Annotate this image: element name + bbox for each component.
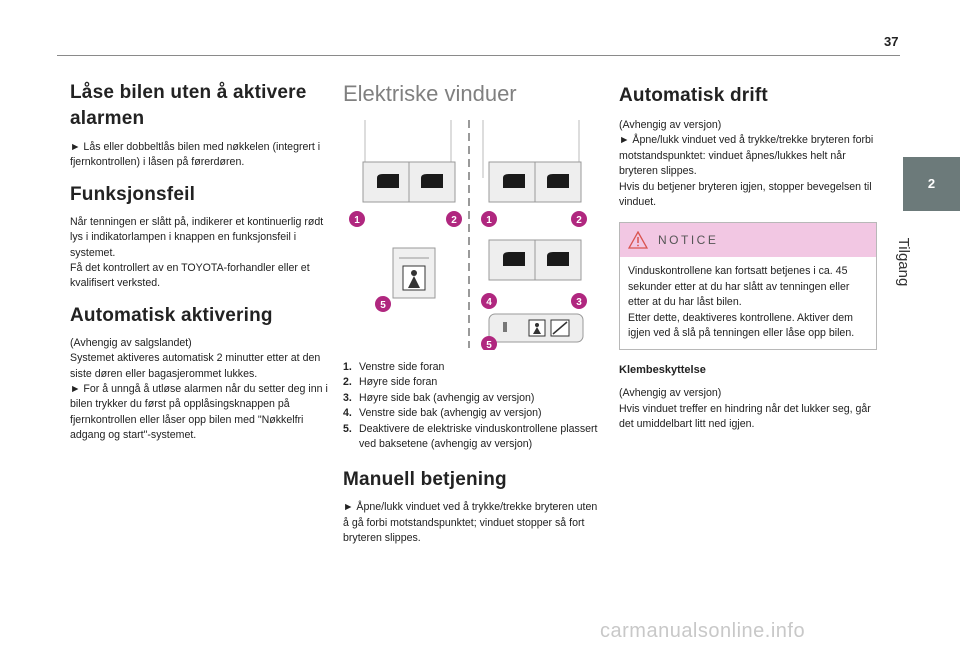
heading-manual-operation: Manuell betjening [343, 469, 507, 491]
heading-automatic-activation: Automatisk aktivering [70, 304, 273, 326]
front-right-switch-panel [488, 161, 582, 203]
notice-body: Vinduskontrollene kan fortsatt betjenes … [620, 257, 876, 349]
heading-electric-windows: Elektriske vinduer [343, 81, 517, 106]
paragraph: Få det kontrollert av en TOYOTA-forhandl… [70, 262, 310, 290]
callout-label: 2 [576, 215, 582, 226]
paragraph: (Avhengig av salgslandet) [70, 336, 192, 349]
callout-label: 5 [380, 300, 386, 311]
paragraph: Systemet aktiveres automatisk 2 minutter… [70, 352, 321, 380]
paragraph: ► For å unngå å utløse alarmen når du se… [70, 383, 328, 442]
callout-label: 1 [486, 215, 492, 226]
rear-lock-switch [392, 247, 436, 299]
legend-item: 5.Deaktivere de elektriske vinduskontrol… [343, 422, 598, 451]
legend-item: 2.Høyre side foran [343, 376, 438, 389]
section-title: Tilgang [895, 237, 912, 287]
paragraph: Når tenningen er slått på, indikerer et … [70, 215, 324, 259]
column-right: Automatisk drift (Avhengig av versjon) ►… [619, 80, 877, 445]
header-rule [57, 55, 900, 56]
column-middle: Elektriske vinduer [343, 80, 605, 559]
window-switch-icon [377, 174, 399, 188]
rear-switch-panel [488, 239, 582, 281]
heading-lock-without-alarm: Låse bilen uten å aktivere alarmen [70, 82, 307, 129]
window-switch-diagram: 1 2 1 2 5 4 3 5 [349, 120, 587, 352]
paragraph: Hvis du betjener bryteren igjen, stopper… [619, 180, 872, 209]
notice-paragraph: Etter dette, deaktiveres kontrollene. Ak… [628, 311, 855, 340]
front-left-switch-panel [362, 161, 456, 203]
callout-1 [349, 211, 365, 227]
callout-4 [481, 293, 497, 309]
heading-malfunction: Funksjonsfeil [70, 183, 196, 205]
paragraph: Hvis vinduet treffer en hindring når det… [619, 402, 871, 431]
callout-2 [446, 211, 462, 227]
callout-5 [375, 296, 391, 312]
legend-item: 3.Høyre side bak (avhengig av versjon) [343, 391, 535, 404]
paragraph: (Avhengig av versjon) [619, 387, 722, 400]
paragraph: ► Lås eller dobbeltlås bilen med nøkkele… [70, 141, 321, 169]
window-switch-icon [503, 252, 525, 266]
window-switch-illustration: 1 2 1 2 5 4 3 5 [343, 118, 605, 352]
callout-5 [481, 336, 497, 352]
notice-header: NOTICE [620, 223, 876, 258]
warning-triangle-icon [628, 231, 648, 250]
paragraph: ► Åpne/lukk vinduet ved å trykke/trekke … [343, 501, 598, 545]
notice-box: NOTICE Vinduskontrollene kan fortsatt be… [619, 222, 877, 351]
legend-item: 4.Venstre side bak (avhengig av versjon) [343, 407, 542, 420]
callout-1 [481, 211, 497, 227]
callout-2 [571, 211, 587, 227]
subheading-pinch-protection: Klembeskyttelse [619, 364, 706, 377]
callout-3 [571, 293, 587, 309]
callout-label: 2 [451, 215, 457, 226]
window-switch-icon [547, 252, 569, 266]
paragraph: (Avhengig av versjon) [619, 119, 722, 131]
legend-item: 1.Venstre side foran [343, 361, 445, 373]
notice-label: NOTICE [658, 233, 719, 248]
legend-list: 1.Venstre side foran 2.Høyre side foran … [343, 360, 605, 452]
callout-label: 5 [486, 340, 492, 350]
callout-label: 4 [486, 297, 492, 308]
window-switch-icon [547, 174, 569, 188]
console-lock-panel [488, 313, 584, 343]
paragraph: ► Åpne/lukk vinduet ved å trykke/trekke … [619, 134, 874, 178]
notice-paragraph: Vinduskontrollene kan fortsatt betjenes … [628, 265, 850, 309]
heading-automatic-operation: Automatisk drift [619, 85, 768, 106]
callout-label: 3 [576, 297, 582, 308]
callout-label: 1 [354, 215, 360, 226]
section-tab[interactable]: 2 [903, 157, 960, 211]
window-switch-icon [421, 174, 443, 188]
column-left: Låse bilen uten å aktivere alarmen ► Lås… [70, 80, 328, 456]
window-switch-icon [503, 174, 525, 188]
page-number: 37 [884, 34, 899, 49]
watermark: carmanualsonline.info [600, 620, 806, 642]
